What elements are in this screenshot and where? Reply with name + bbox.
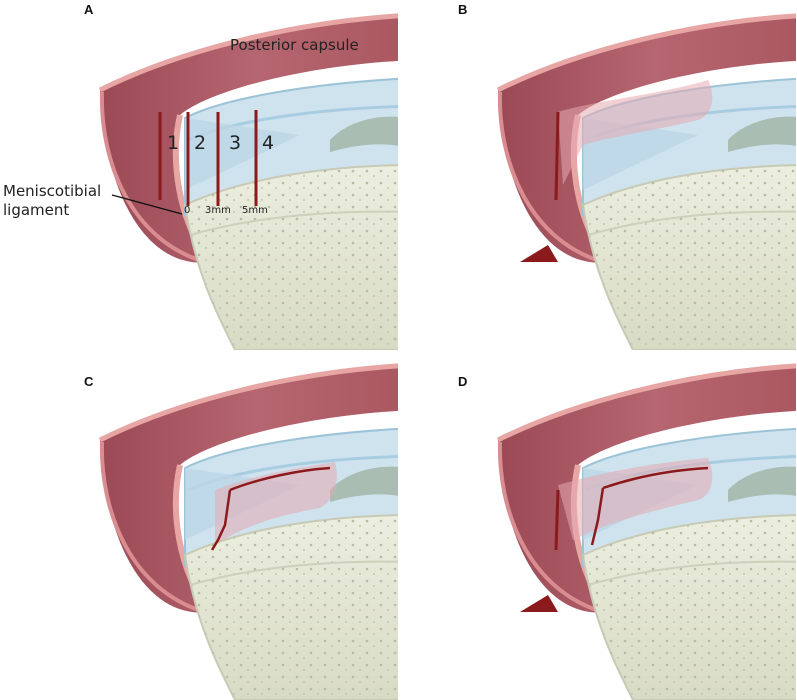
zone-label: 3	[229, 132, 242, 154]
panel-c: C	[0, 350, 398, 700]
capsule-label: Posterior capsule	[230, 36, 359, 54]
panel-letter: A	[84, 2, 94, 17]
tear-line	[590, 466, 709, 546]
panel-b-illustration	[398, 0, 796, 350]
tear-line	[554, 489, 560, 551]
panel-c-illustration	[0, 350, 398, 700]
panel-a-illustration	[0, 0, 398, 350]
tear-line	[210, 466, 331, 551]
zone-label: 4	[262, 132, 275, 154]
panel-d: D	[398, 350, 796, 700]
panel-letter: D	[458, 374, 468, 389]
panel-a: A Posterior capsule 1 2 3 4 0 3mm 5mm Me…	[0, 0, 398, 350]
tear-edge	[520, 595, 558, 612]
tear-line	[554, 111, 560, 201]
torn-region	[558, 458, 713, 540]
distance-label: 0	[184, 205, 191, 216]
tear-edge	[520, 245, 558, 262]
ligament-label-line1: Meniscotibial	[3, 182, 102, 200]
zone-label: 1	[167, 132, 180, 154]
ligament-label-line2: ligament	[3, 201, 70, 219]
panel-letter: B	[458, 2, 468, 17]
distance-label: 3mm	[205, 205, 231, 216]
zone-label: 2	[194, 132, 207, 154]
panel-d-illustration	[398, 350, 796, 700]
ligament-leader	[111, 194, 183, 215]
torn-region	[558, 80, 713, 185]
panel-letter: C	[84, 374, 94, 389]
torn-region	[215, 462, 337, 545]
panel-b: B	[398, 0, 796, 350]
distance-label: 5mm	[242, 205, 268, 216]
